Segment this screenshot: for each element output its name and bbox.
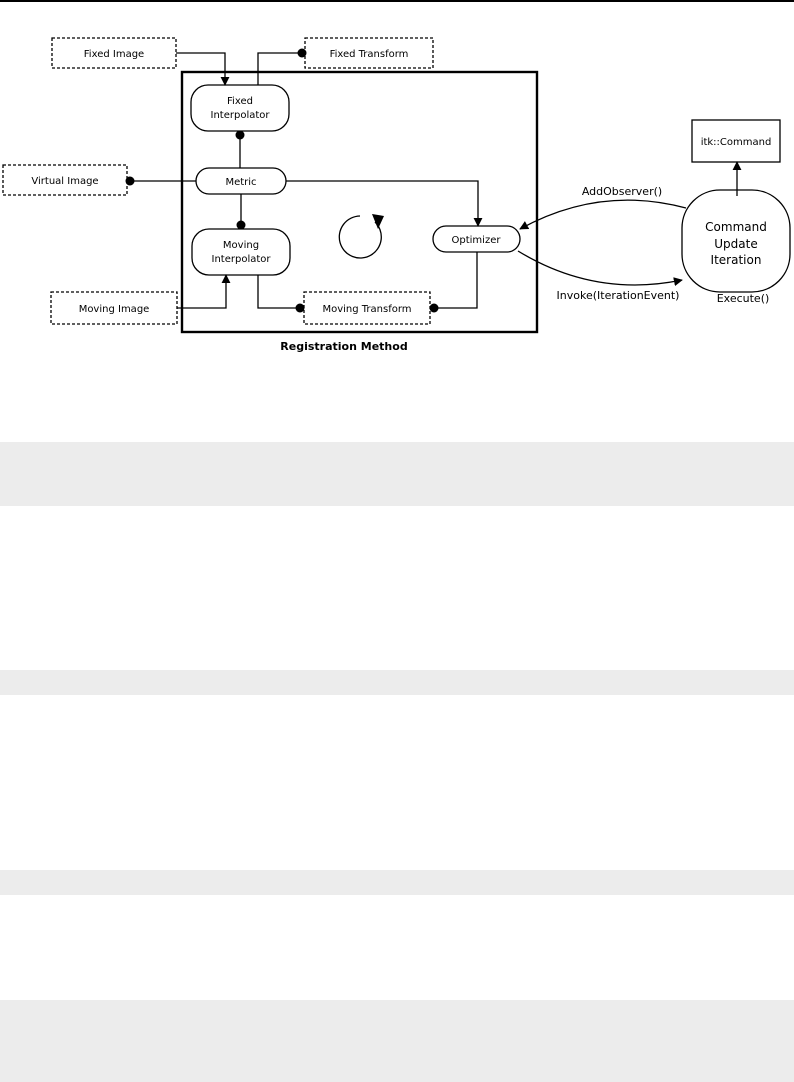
optimizer-label: Optimizer: [452, 235, 502, 246]
fixed-image-label: Fixed Image: [84, 49, 144, 60]
moving-image-box: [50, 291, 178, 325]
registration-method-frame: [180, 70, 539, 334]
fixed-interpolator-box: [190, 84, 290, 132]
moving-transform-label: Moving Transform: [322, 304, 411, 315]
command-label-3: Iteration: [711, 253, 762, 267]
add-observer-label: AddObserver(): [582, 185, 662, 198]
registration-observer-diagram: Registration Method Fixed Image Fixed Tr…: [2, 37, 791, 353]
fixed-transform-dot: [297, 48, 307, 58]
optimizer-moving-transform-link: [434, 252, 478, 309]
virtual-image-label: Virtual Image: [31, 176, 98, 187]
command-label-2: Update: [714, 237, 757, 251]
execute-label: Execute(): [717, 292, 770, 305]
invoke-arrow: [517, 250, 683, 287]
moving-transform-link: [257, 275, 300, 309]
fixed-image-box: [51, 37, 177, 69]
itk-command-box: [691, 119, 781, 163]
gray-band-4: [0, 1000, 794, 1082]
metric-label: Metric: [225, 177, 256, 188]
command-update-iteration-box: [681, 189, 791, 293]
fixed-interpolator-label-1: Fixed: [227, 96, 253, 107]
gray-band-2: [0, 670, 794, 695]
page-top-rule: [0, 0, 794, 2]
moving-image-arrow: [177, 274, 231, 309]
moving-transform-dot-right: [429, 303, 439, 313]
moving-interpolator-label-2: Interpolator: [212, 254, 272, 265]
moving-interpolator-label-1: Moving: [223, 240, 259, 251]
invoke-label: Invoke(IterationEvent): [557, 289, 680, 302]
virtual-image-box: [2, 164, 128, 196]
itk-command-label: itk::Command: [701, 137, 772, 148]
virtual-image-dot: [125, 176, 135, 186]
add-observer-arrow: [519, 199, 687, 230]
fixed-transform-link: [257, 52, 300, 85]
command-label-1: Command: [705, 220, 767, 234]
moving-transform-dot-left: [295, 303, 305, 313]
metric-optimizer-arrow: [286, 180, 483, 227]
iteration-loop-arrowhead: [372, 214, 384, 229]
metric-moving-interp-dot: [236, 220, 246, 230]
moving-image-label: Moving Image: [79, 304, 150, 315]
moving-interpolator-box: [191, 228, 291, 276]
fixed-transform-box: [304, 37, 434, 69]
fixed-interp-metric-dot: [235, 130, 245, 140]
fixed-transform-label: Fixed Transform: [330, 49, 409, 60]
fixed-image-arrow: [176, 52, 230, 86]
gray-band-1: [0, 442, 794, 506]
gray-band-3: [0, 870, 794, 895]
registration-method-label: Registration Method: [280, 340, 407, 353]
fixed-interpolator-label-2: Interpolator: [211, 110, 271, 121]
iteration-loop-icon: [338, 215, 382, 259]
